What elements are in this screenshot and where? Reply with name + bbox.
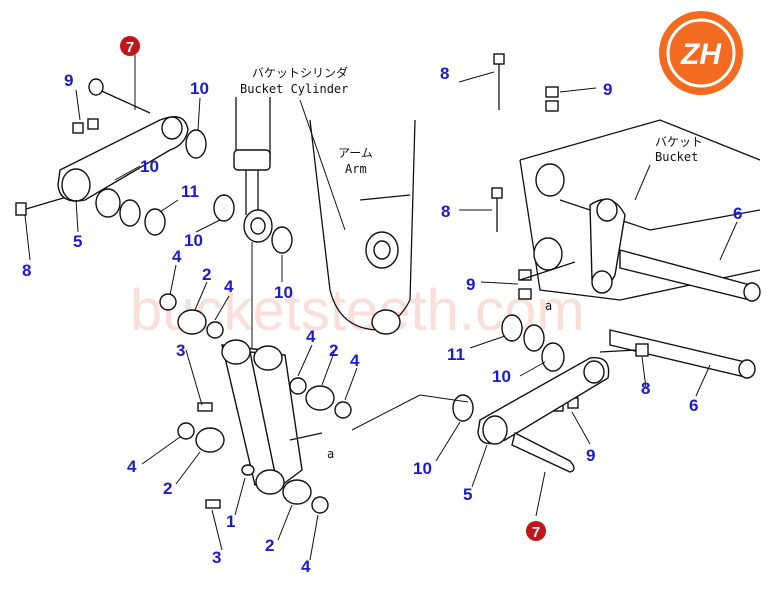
arrow-a-upper (519, 261, 576, 281)
cylinder-label-jp: バケットシリンダ (252, 65, 348, 80)
washer-10-e (541, 342, 565, 372)
washer-11-b (501, 314, 545, 352)
callout-4-c: 4 (306, 327, 316, 346)
seal-4-d (334, 401, 352, 419)
callout-3-b: 3 (212, 548, 221, 567)
callout-10-b: 10 (140, 157, 159, 176)
callout-7-badge-top (120, 36, 140, 56)
bucket-cylinder (233, 97, 273, 380)
seal-4-e (177, 422, 195, 440)
callout-9-a: 9 (64, 71, 73, 90)
callout-9-c: 9 (466, 275, 475, 294)
callout-11-a: 11 (181, 182, 199, 201)
callout-4-f: 4 (301, 557, 311, 576)
link-1-assembly (221, 339, 303, 495)
callout-4-a: 4 (172, 247, 182, 266)
washer-10-a (185, 129, 207, 159)
bucket-label-en: Bucket (655, 150, 698, 164)
bushing-2-c (195, 427, 225, 453)
arm-label-en: Arm (345, 162, 367, 176)
callout-2-d: 2 (265, 536, 274, 555)
washer-10-d (271, 226, 293, 254)
pin-6-upper (619, 249, 761, 302)
callout-10-e: 10 (492, 367, 511, 386)
leader-lines (24, 55, 738, 561)
arm-structure (299, 99, 416, 335)
bolt-8-link-right (599, 343, 649, 357)
bushing-2-b (305, 385, 335, 411)
callout-6-b: 6 (689, 396, 698, 415)
arm-label-jp: アーム (338, 146, 373, 160)
callout-8-a: 8 (22, 261, 31, 280)
callout-7-top: 7 (126, 39, 134, 56)
washer-11-a (119, 199, 166, 236)
bolt-8-top-right (493, 53, 505, 110)
bushing-2-d (282, 479, 312, 505)
callout-9-d: 9 (586, 446, 595, 465)
washer-10-c (213, 194, 235, 222)
ref-letter-a-1: a (545, 299, 552, 313)
link-5-left (57, 78, 189, 202)
callout-7-bottom: 7 (532, 524, 540, 541)
arrow-a-lower (289, 432, 323, 441)
bolt-8-mid-right (491, 187, 503, 232)
bolt-8-left (15, 195, 71, 216)
nuts-9-top-right (545, 86, 559, 112)
callout-4-e: 4 (127, 457, 137, 476)
seal-4-b (206, 321, 224, 339)
callout-8-b: 8 (440, 64, 449, 83)
link-5-right (477, 356, 610, 473)
brand-logo: ZH (659, 11, 743, 95)
callout-3-a: 3 (176, 341, 185, 360)
callout-10-a: 10 (190, 79, 209, 98)
seal-4-c (289, 377, 307, 395)
callout-1: 1 (226, 512, 235, 531)
nuts-9-mid-right (518, 269, 532, 300)
pin-6-lower (609, 329, 756, 379)
callout-10-c: 10 (184, 231, 203, 250)
callout-2-b: 2 (329, 341, 338, 360)
callout-2-c: 2 (163, 479, 172, 498)
callout-5-a: 5 (73, 232, 82, 251)
grease-fitting-3-b (205, 499, 221, 509)
callout-4-b: 4 (224, 277, 234, 296)
cylinder-label-en: Bucket Cylinder (240, 82, 348, 96)
callout-2-a: 2 (202, 265, 211, 284)
callout-9-b: 9 (603, 80, 612, 99)
callout-5-b: 5 (463, 485, 472, 504)
connector-a-lower (351, 394, 421, 431)
bucket-structure (519, 119, 761, 301)
bucket-label-jp: バケット (655, 135, 703, 149)
nuts-9-left (72, 118, 99, 134)
callout-7-badge-bottom (526, 521, 546, 541)
callout-10-f: 10 (413, 459, 432, 478)
callout-11-b: 11 (447, 345, 465, 364)
ref-letter-a-2: a (327, 447, 334, 461)
seal-4-f (311, 496, 329, 514)
callout-8-c: 8 (441, 202, 450, 221)
callout-4-d: 4 (350, 351, 360, 370)
washer-10-b (95, 188, 121, 218)
callout-10-d: 10 (274, 283, 293, 302)
seal-4-a (159, 293, 177, 311)
grease-fitting-3-a (197, 402, 213, 412)
bushing-2-a (177, 309, 207, 335)
logo-text: ZH (680, 38, 722, 71)
callout-8-d: 8 (641, 379, 650, 398)
callout-6-a: 6 (733, 204, 742, 223)
washer-10-f (452, 394, 474, 422)
